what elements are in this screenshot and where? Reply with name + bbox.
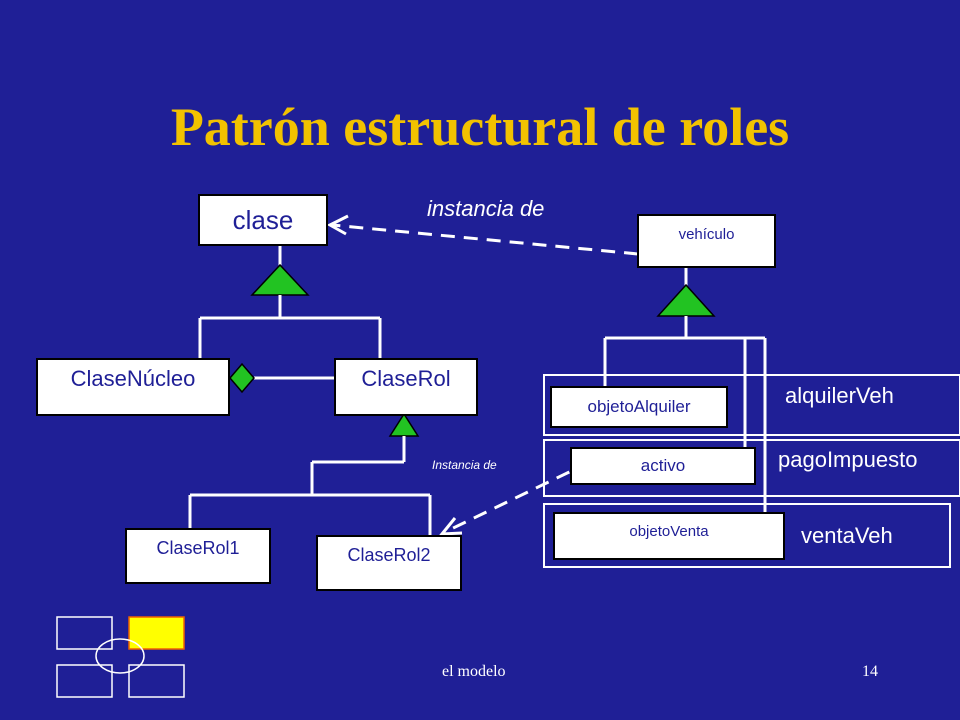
page-number: 14 [862,663,878,680]
objeto-venta-label: objetoVenta [629,523,709,540]
instancia-de-arrowhead [326,214,349,236]
alquiler-veh-label: alquilerVeh [785,383,894,408]
vehiculo-label: vehículo [678,226,735,243]
nav-square-bottom-left [56,664,113,698]
clase-rol2-label: ClaseRol2 [347,545,431,565]
clase-nucleo-label: ClaseNúcleo [70,366,196,391]
objeto-alquiler-label: objetoAlquiler [587,397,691,416]
instancia-de-small-arrowhead [438,517,463,536]
clase-rol1-label: ClaseRol1 [156,538,240,558]
footer-text: el modelo [442,663,506,680]
aggregation-diamond [229,362,255,394]
nav-center-circle [95,638,145,674]
generalization-triangle-clase [250,263,310,296]
objeto-venta-box: objetoVenta [553,512,785,560]
clase-rol-label: ClaseRol [361,366,451,391]
objeto-alquiler-box: objetoAlquiler [550,386,728,428]
venta-veh-band [543,503,951,568]
instancia-de-small-label: Instancia de [432,458,497,472]
pago-impuesto-label: pagoImpuesto [778,447,918,472]
instancia-de-dashed-line [331,223,639,256]
clase-rol2-box: ClaseRol2 [316,535,462,591]
slide-title: Patrón estructural de roles [170,97,790,157]
clase-rol-box: ClaseRol [334,358,478,416]
generalization-triangle-vehiculo [656,283,716,317]
clase-label: clase [232,204,294,235]
nav-square-bottom-right [128,664,185,698]
clase-nucleo-box: ClaseNúcleo [36,358,230,416]
vehiculo-box: vehículo [637,214,776,268]
nav-square-top-right [128,616,185,650]
instancia-de-small-dashed-line [444,460,591,534]
instancia-de-label: instancia de [427,196,545,221]
clase-rol1-box: ClaseRol1 [125,528,271,584]
clase-box: clase [198,194,328,246]
activo-box: activo [570,447,756,485]
nav-square-top-left [56,616,113,650]
generalization-triangle-claserol [388,412,420,437]
activo-label: activo [640,456,686,475]
venta-veh-label: ventaVeh [801,523,893,548]
